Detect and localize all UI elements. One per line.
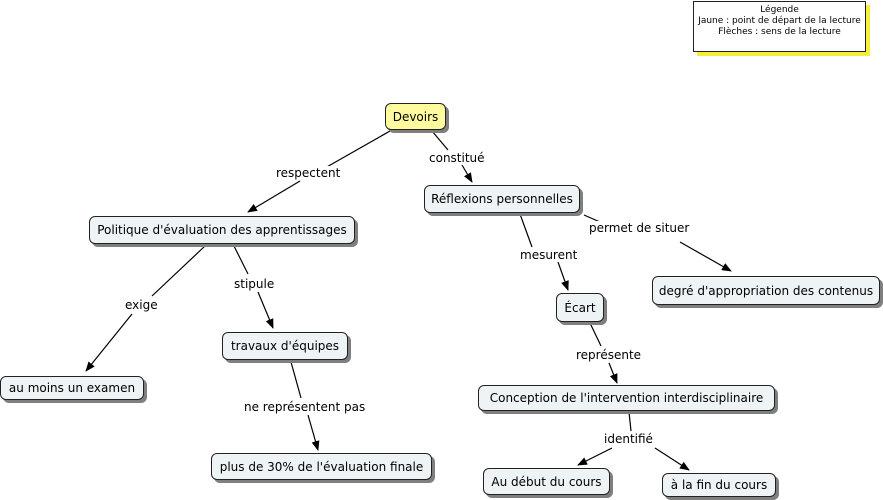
- edge-stipule-travaux: [257, 291, 274, 329]
- node-reflexions-personnelles[interactable]: Réflexions personnelles: [424, 185, 580, 213]
- edge-exige-examen: [85, 313, 133, 372]
- link-label-constitue: constitué: [427, 151, 487, 165]
- node-politique-evaluation[interactable]: Politique d'évaluation des apprentissage…: [89, 216, 355, 244]
- node-au-debut-du-cours[interactable]: Au début du cours: [483, 468, 610, 495]
- edge-devoirs-respectent: [324, 130, 391, 169]
- edge-politique-exige: [151, 245, 206, 297]
- node-a-la-fin-du-cours[interactable]: à la fin du cours: [662, 473, 776, 497]
- edge-identifie-fin: [654, 447, 690, 471]
- edge-represente-conception: [608, 362, 618, 384]
- node-travaux-equipes[interactable]: travaux d'équipes: [222, 332, 348, 360]
- link-label-stipule: stipule: [232, 277, 277, 291]
- edge-mesurent-ecart: [557, 261, 569, 291]
- edge-nerepresentent-plus30: [307, 414, 320, 451]
- legend-arrows-note: Flèches : sens de la lecture: [718, 27, 841, 37]
- node-degre-appropriation[interactable]: degré d'appropriation des contenus: [652, 276, 880, 305]
- legend-title: Légende: [760, 5, 799, 15]
- edge-reflexions-mesurent: [519, 213, 533, 248]
- node-au-moins-un-examen[interactable]: au moins un examen: [0, 376, 144, 400]
- edge-reflexions-permet: [583, 214, 601, 223]
- link-label-identifie: identifié: [602, 432, 655, 446]
- edge-respectent-politique: [247, 180, 301, 213]
- link-label-represente: représente: [574, 348, 644, 362]
- edge-ecart-represente: [589, 322, 602, 347]
- edge-conception-identifie: [628, 411, 632, 432]
- link-label-respectent: respectent: [274, 166, 343, 180]
- edge-devoirs-constitue: [431, 130, 449, 151]
- link-label-ne-representent-pas: ne représentent pas: [242, 400, 368, 414]
- link-label-mesurent: mesurent: [518, 248, 580, 262]
- edge-constitue-reflexions: [461, 164, 473, 183]
- edge-travaux-nerepresentent: [290, 361, 302, 399]
- link-label-exige: exige: [123, 298, 160, 312]
- node-plus-de-30-pourcent[interactable]: plus de 30% de l'évaluation finale: [211, 453, 432, 480]
- edge-identifie-debut: [577, 447, 613, 466]
- edge-politique-stipule: [233, 245, 249, 275]
- node-devoirs[interactable]: Devoirs: [385, 103, 446, 130]
- legend-yellow-note: Jaune : point de départ de la lecture: [698, 16, 861, 26]
- node-ecart[interactable]: Écart: [556, 293, 604, 322]
- legend-box: Légende Jaune : point de départ de la le…: [693, 1, 866, 52]
- edge-permet-degre: [679, 241, 732, 272]
- node-conception-intervention[interactable]: Conception de l'intervention interdiscip…: [478, 385, 775, 411]
- link-label-permet-de-situer: permet de situer: [587, 221, 692, 235]
